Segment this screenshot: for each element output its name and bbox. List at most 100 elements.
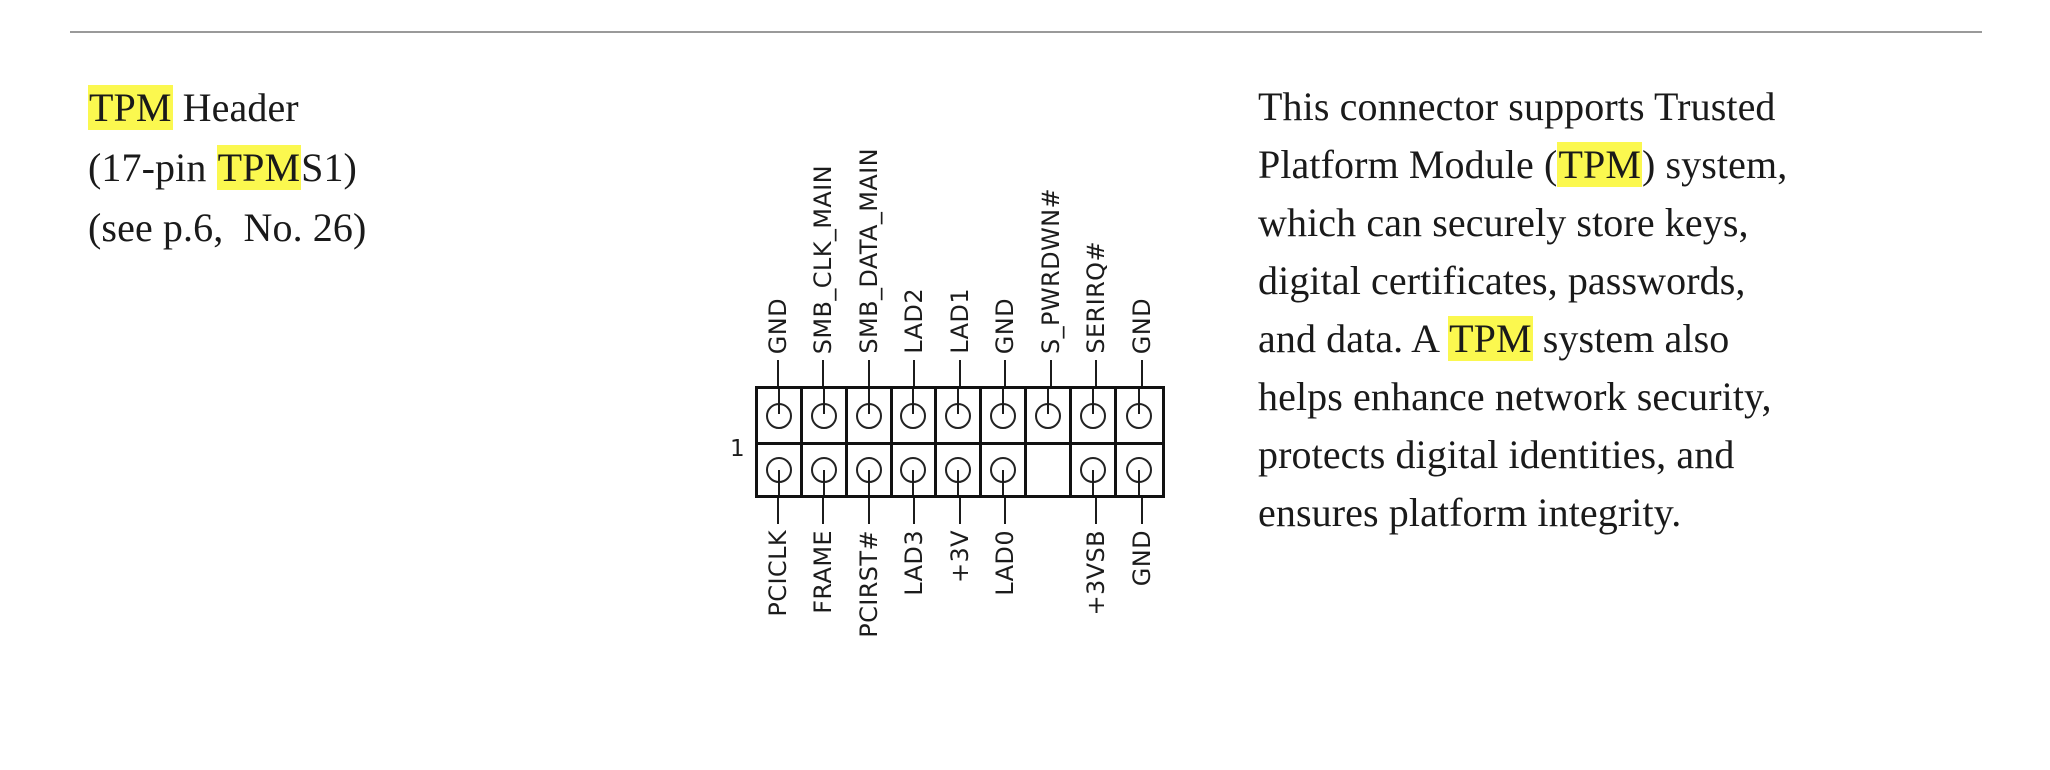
description-text: system also — [1532, 316, 1730, 361]
highlight-tpm: TPM — [1448, 316, 1533, 361]
pin-cell-top — [758, 389, 803, 442]
pin-cell-bottom — [1071, 445, 1117, 495]
bottom-pin-label-cell: PCICLK — [755, 498, 801, 617]
description-line: helps enhance network security, — [1258, 368, 1978, 426]
top-leader-line — [913, 360, 916, 386]
bottom-pin-label-cell: LAD0 — [983, 498, 1029, 596]
bottom-pin-label: GND — [1127, 530, 1156, 587]
top-pin-label: LAD2 — [900, 288, 929, 354]
top-pin-label: SMB_CLK_MAIN — [809, 164, 838, 354]
connector-body — [755, 386, 1165, 498]
pin-cell-bottom — [982, 445, 1028, 495]
pin-stem-line — [867, 470, 870, 495]
bottom-pin-label: PCICLK — [763, 530, 792, 617]
bottom-leader-line — [776, 498, 779, 524]
description-text: and data. A — [1258, 316, 1449, 361]
pin-cell-top — [1071, 389, 1117, 442]
bottom-pin-label: FRAME — [809, 530, 838, 614]
description-line: This connector supports Trusted — [1258, 78, 1978, 136]
pin-stem-line — [912, 470, 915, 495]
description-text: digital certificates, passwords, — [1258, 258, 1746, 303]
pin-cell-bottom — [892, 445, 938, 495]
pin-stem-line — [1138, 389, 1141, 414]
pin-stem-line — [1138, 470, 1141, 495]
horizontal-rule — [70, 31, 1982, 33]
bottom-pin-label: LAD0 — [991, 530, 1020, 596]
top-leader-line — [1095, 360, 1098, 386]
bottom-pin-label-cell: GND — [1119, 498, 1165, 586]
pin-row-top — [755, 386, 1165, 442]
description-text: ensures platform integrity. — [1258, 490, 1682, 535]
top-leader-line — [867, 360, 870, 386]
top-pin-label: GND — [1127, 297, 1156, 354]
pin-cell-top — [802, 389, 848, 442]
header-pin-line: (17-pin TPMS1) — [88, 138, 518, 198]
description-text: ) system, — [1641, 142, 1788, 187]
bottom-leader-line — [913, 498, 916, 524]
description-text: which can securely store keys, — [1258, 200, 1749, 245]
bottom-leader-line — [958, 498, 961, 524]
bottom-pin-label-cell: FRAME — [801, 498, 847, 614]
pin-cell-bottom — [847, 445, 893, 495]
top-pin-label-cell: GND — [755, 298, 801, 386]
bottom-pin-label-cell: LAD3 — [892, 498, 938, 596]
top-pin-label-cell: SERIRQ# — [1074, 241, 1120, 386]
bottom-pin-label-cell: PCIRST# — [846, 498, 892, 638]
pin-cell-top — [1116, 389, 1162, 442]
pin-stem-line — [957, 470, 960, 495]
top-leader-line — [822, 360, 825, 386]
bottom-leader-line — [1140, 498, 1143, 524]
pin-stem-line — [777, 470, 780, 495]
pin-count-prefix: (17-pin — [88, 145, 217, 190]
top-pin-label-row: GND SMB_CLK_MAIN SMB_DATA_MAIN LAD2 LAD1 GND S… — [755, 100, 1165, 386]
bottom-pin-label: +3VSB — [1082, 530, 1111, 616]
top-leader-line — [1004, 360, 1007, 386]
pin-cell-top — [847, 389, 893, 442]
pin-stem-line — [1091, 389, 1094, 414]
bottom-leader-line — [867, 498, 870, 524]
bottom-pin-label-cell: +3V — [937, 498, 983, 583]
top-pin-label: SMB_DATA_MAIN — [854, 148, 883, 354]
top-pin-label-cell: LAD2 — [892, 288, 938, 386]
header-title-suffix: Header — [172, 85, 299, 130]
top-pin-label-cell: LAD1 — [937, 288, 983, 386]
highlight-tpm-connector: TPM — [216, 145, 302, 190]
bottom-pin-label: PCIRST# — [854, 530, 883, 638]
top-leader-line — [1049, 360, 1052, 386]
bottom-pin-label-cell: +3VSB — [1074, 498, 1120, 616]
pin-stem-line — [912, 389, 915, 414]
description-text: Platform Module ( — [1258, 142, 1558, 187]
bottom-pin-label: +3V — [945, 530, 974, 583]
pin-stem-line — [777, 389, 780, 414]
bottom-pin-label-row: PCICLK FRAME PCIRST# LAD3+3V LAD0 +3VSB GND — [755, 498, 1165, 698]
pin-stem-line — [867, 389, 870, 414]
pin-stem-line — [1046, 389, 1049, 414]
pin-stem-line — [1002, 470, 1005, 495]
description-line: and data. A TPM system also — [1258, 310, 1978, 368]
top-pin-label: S_PWRDWN# — [1036, 188, 1065, 354]
highlight-tpm: TPM — [1557, 142, 1642, 187]
pin-cell-top — [892, 389, 938, 442]
bottom-leader-line — [1095, 498, 1098, 524]
top-leader-line — [1140, 360, 1143, 386]
pin-cell-top — [982, 389, 1028, 442]
top-leader-line — [776, 360, 779, 386]
pin-1-marker: 1 — [730, 436, 745, 462]
description-line: protects digital identities, and — [1258, 426, 1978, 484]
pin-stem-line — [1091, 470, 1094, 495]
description-line: Platform Module (TPM) system, — [1258, 136, 1978, 194]
top-pin-label-cell: SMB_DATA_MAIN — [846, 148, 892, 386]
connector-description-left: TPM Header (17-pin TPMS1) (see p.6, No. … — [88, 78, 518, 258]
pin-stem-line — [1002, 389, 1005, 414]
description-text: protects digital identities, and — [1258, 432, 1735, 477]
top-pin-label: SERIRQ# — [1082, 241, 1111, 354]
page-reference-line: (see p.6, No. 26) — [88, 205, 367, 250]
highlight-tpm-title: TPM — [88, 85, 173, 130]
top-pin-label: LAD1 — [945, 288, 974, 354]
pin-stem-line — [822, 389, 825, 414]
top-pin-label-cell: GND — [1119, 298, 1165, 386]
header-title-line: TPM Header — [88, 78, 518, 138]
description-text: helps enhance network security, — [1258, 374, 1772, 419]
top-leader-line — [958, 360, 961, 386]
